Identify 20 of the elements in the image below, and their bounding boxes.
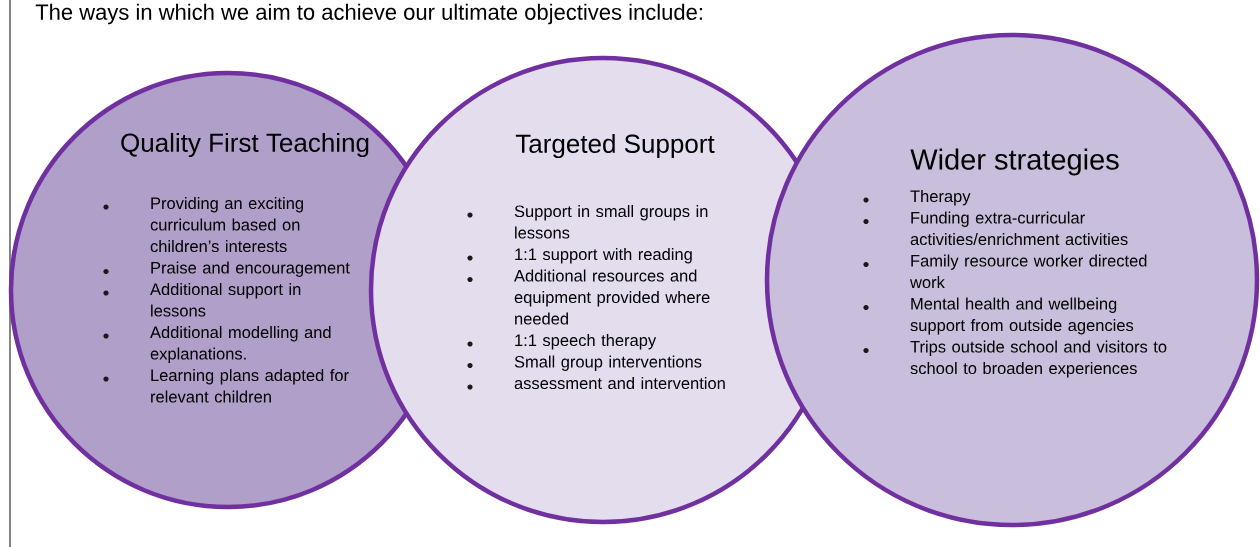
bullet-text: Mental health and wellbeing support from outside agencies [910, 297, 1134, 335]
bullet-text: Additional modelling and explanations. [150, 326, 331, 363]
bullet-text: Trips outside school and visitors to school to broaden experiences [910, 340, 1167, 378]
bullet-text: Additional support in lessons [150, 283, 301, 317]
bullet-text: Therapy [910, 190, 971, 206]
bullet-text: Additional resources and equipment provided where needed [514, 269, 710, 325]
bullet-text: Family resource worker directed work [910, 254, 1147, 289]
bullet-text: Support in small groups in lessons [514, 205, 708, 239]
circle-heading: Quality First Teaching [121, 132, 369, 158]
circle-heading: Targeted Support [515, 133, 715, 159]
bullet-text: Praise and encouragement [151, 261, 350, 277]
bullet-text: 1:1 support with reading [515, 248, 692, 264]
bullet-text: Small group interventions [514, 355, 702, 371]
bullet-text: Providing an exciting curriculum based on children’s interests [150, 197, 303, 253]
bullet-text: 1:1 speech therapy [515, 334, 657, 350]
bullet-text: assessment and intervention [514, 377, 725, 390]
circle-heading: Wider strategies [910, 148, 1119, 176]
heading: The ways in which we aim to achieve our ultimate objectives include: [35, 3, 702, 25]
bullet-text: Learning plans adapted for relevant children [151, 369, 349, 403]
bullet-text: Funding extra-curricular activities/enrichment activities [910, 211, 1128, 246]
